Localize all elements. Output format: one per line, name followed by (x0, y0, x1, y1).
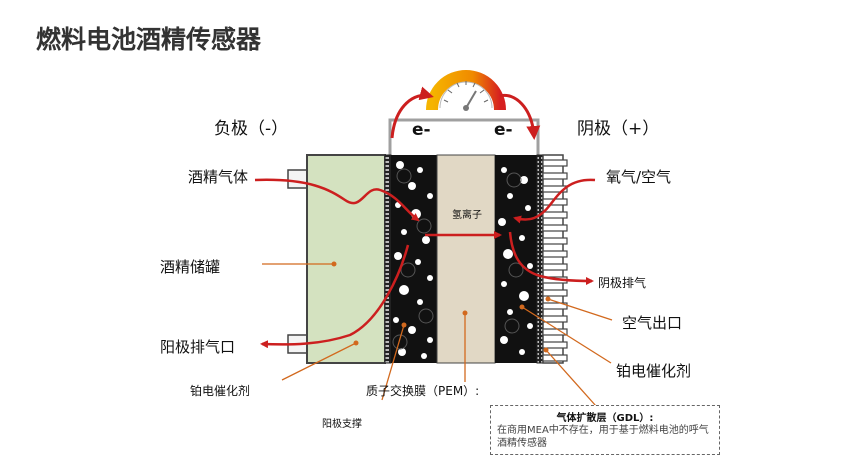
anode-catalyst-layer (391, 155, 437, 363)
hydrogen-ion-label: 氢离子 (452, 210, 482, 221)
leader-lines (262, 261, 613, 407)
gdl-note-title: 气体扩散层（GDL）: (556, 413, 654, 424)
gauge-meter (426, 70, 506, 111)
electron-label-right: e- (494, 120, 513, 140)
anode-support-label: 阳极支撑 (322, 419, 362, 430)
gdl-note-description: 在商用MEA中不存在，用于基于燃料电池的呼气酒精传感器 (497, 425, 709, 449)
page-title: 燃料电池酒精传感器 (36, 25, 262, 54)
cathode-label: 阴极（+） (577, 119, 660, 139)
air-outlet-label: 空气出口 (622, 314, 683, 332)
oxygen-air-label: 氧气/空气 (606, 168, 672, 186)
alcohol-tank-label: 酒精储罐 (160, 258, 221, 276)
anode-label: 负极（-） (214, 119, 289, 139)
pt-catalyst-left-label: 铂电催化剂 (190, 384, 251, 398)
proton-exchange-membrane (436, 154, 496, 364)
anode-exhaust-label: 阳极排气口 (160, 338, 236, 356)
anode-fittings (287, 169, 309, 354)
electron-flow-arrows (390, 86, 541, 140)
alcohol-gas-label: 酒精气体 (188, 168, 249, 186)
pt-catalyst-right-label: 铂电催化剂 (616, 362, 692, 380)
pem-label: 质子交换膜（PEM）: (366, 384, 480, 398)
cathode-support (536, 154, 544, 364)
cathode-exhaust-label: 阴极排气 (598, 276, 647, 290)
electron-label-left: e- (412, 120, 431, 140)
anode-support (384, 154, 392, 364)
gdl-note-box: 气体扩散层（GDL）: 在商用MEA中不存在，用于基于燃料电池的呼气酒精传感器 (490, 405, 720, 455)
gas-diffusion-layer (542, 154, 568, 364)
gas-flow-arrows (254, 178, 596, 349)
